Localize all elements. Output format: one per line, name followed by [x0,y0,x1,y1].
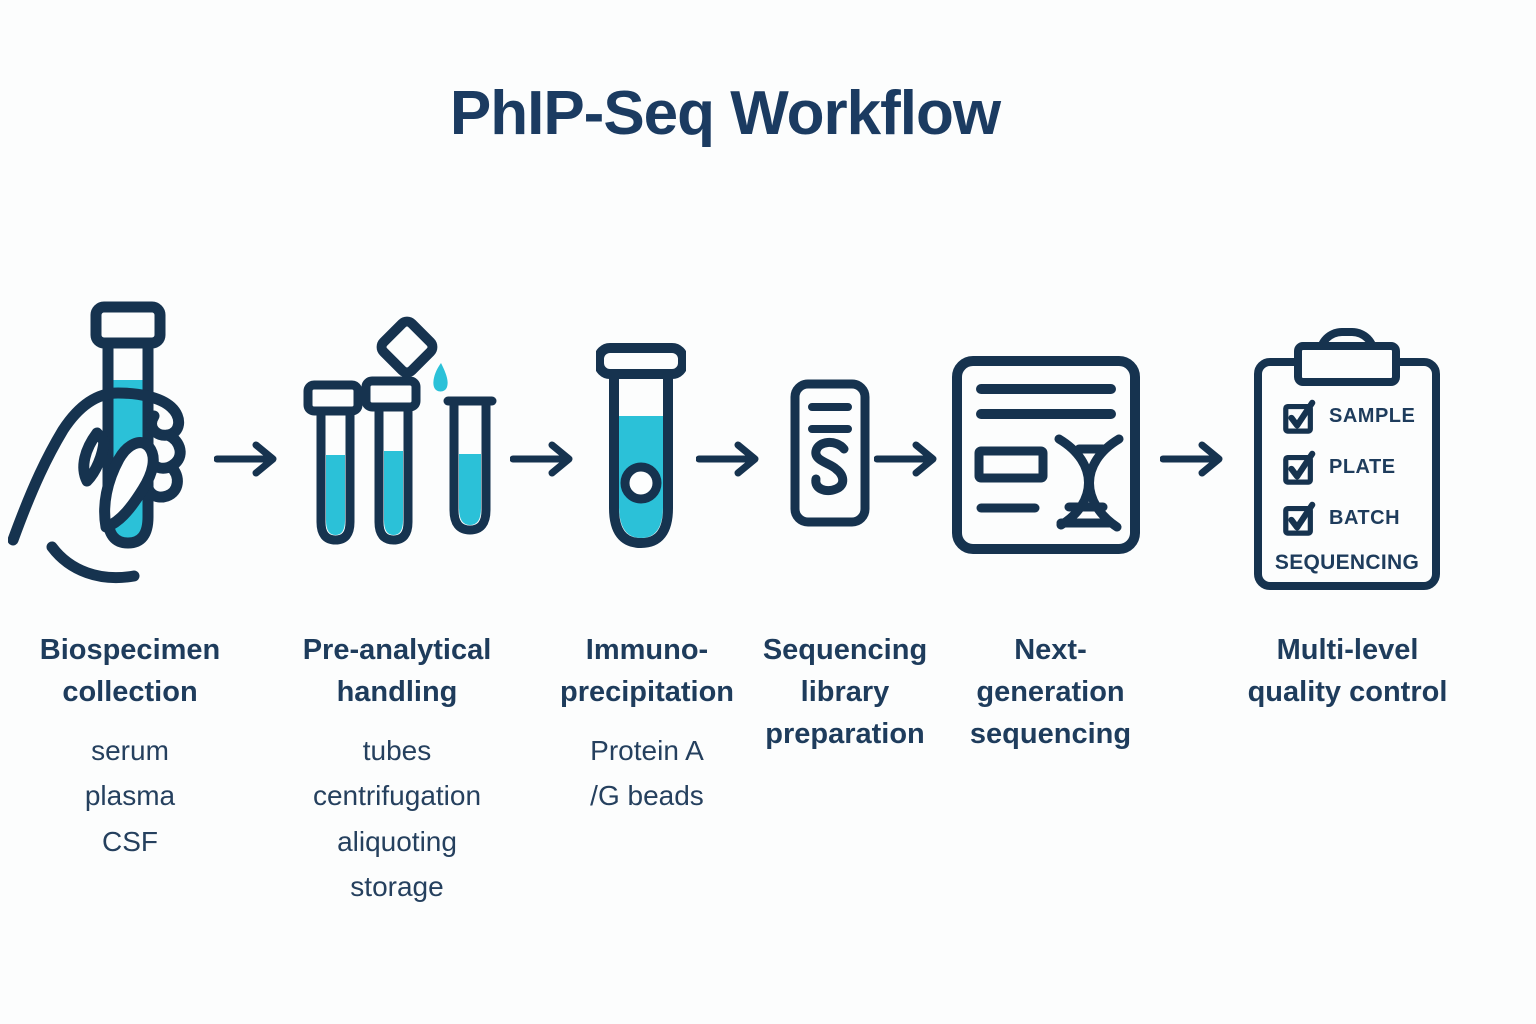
checklist-label-batch: BATCH [1329,506,1401,529]
hand-holding-test-tube-icon [8,301,186,584]
checked-checkbox-icon [1283,450,1316,485]
checked-checkbox-icon [1283,501,1316,536]
step-2-heading: Pre-analytical handling [302,634,492,708]
step-1-heading: Biospecimen collection [39,634,221,708]
step-3-label: Immuno- precipitation Protein A /G beads [518,630,776,819]
step-1-detail: serum [91,734,169,766]
step-2-detail: tubes [362,734,432,766]
qc-clipboard-icon: SAMPLE PLATE BATCH SEQUENCING [1254,328,1440,590]
step-2-detail: storage [350,871,444,903]
step-4-heading: Sequencing library preparation [762,634,928,750]
clipboard-body: SAMPLE PLATE BATCH SEQUENCING [1254,358,1440,590]
checked-checkbox-icon [1283,399,1316,434]
step-5-label: Next- generation sequencing [948,630,1153,755]
step-4-label: Sequencing library preparation [745,630,945,755]
flow-arrow-icon [696,441,759,477]
step-3-detail: Protein A /G beads [590,734,704,812]
clipboard-footer-label: SEQUENCING [1274,551,1420,574]
step-1-detail: plasma [84,780,176,812]
flow-arrow-icon [214,441,277,477]
step-2-detail: centrifugation [312,780,482,812]
step-6-label: Multi-level quality control [1225,630,1470,714]
checklist-row-sample: SAMPLE [1282,398,1432,434]
step-1-label: Biospecimen collection serum plasma CSF [5,630,255,864]
checklist-label-sample: SAMPLE [1329,404,1416,427]
step-2-label: Pre-analytical handling tubes centrifuga… [268,630,526,910]
immunoprecipitation-tube-icon [596,343,686,548]
flow-arrow-icon [874,441,937,477]
step-1-detail: CSF [102,825,158,857]
sequencing-library-icon [790,379,870,527]
checklist-label-plate: PLATE [1329,455,1396,478]
step-2-detail: aliquoting [337,825,457,857]
page-title: PhIP-Seq Workflow [449,79,1001,148]
step-5-heading: Next- generation sequencing [969,634,1132,750]
checklist-row-plate: PLATE [1282,449,1432,485]
checklist-row-batch: BATCH [1282,500,1432,536]
aliquot-tubes-icon [303,316,497,545]
step-3-heading: Immuno- precipitation [559,634,734,708]
clipboard-clip-tab [1294,342,1400,386]
flow-arrow-icon [1160,441,1223,477]
ngs-panel-icon [952,356,1140,554]
step-6-heading: Multi-level quality control [1247,634,1448,708]
flow-arrow-icon [510,441,573,477]
